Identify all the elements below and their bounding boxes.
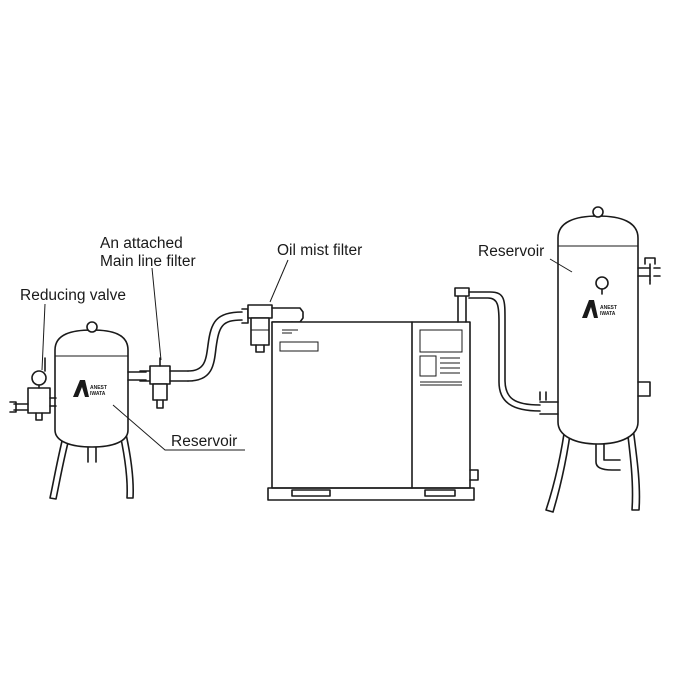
label-attached-filter-line2: Main line filter bbox=[100, 253, 196, 270]
label-oil-mist-filter: Oil mist filter bbox=[277, 242, 362, 259]
svg-text:IWATA: IWATA bbox=[90, 391, 106, 397]
leader-oil-mist-filter bbox=[269, 259, 289, 303]
air-compressor-unit bbox=[267, 287, 479, 501]
leader-main-line-filter bbox=[151, 267, 162, 361]
leader-reservoir-small bbox=[112, 404, 245, 451]
leader-reservoir-large bbox=[549, 258, 573, 273]
brand-logo: ANEST IWATA bbox=[73, 380, 107, 397]
label-attached-filter-line1: An attached bbox=[100, 235, 183, 252]
svg-text:ANEST: ANEST bbox=[90, 385, 107, 391]
label-reducing-valve: Reducing valve bbox=[20, 287, 126, 304]
brand-logo: ANEST IWATA bbox=[582, 300, 617, 318]
label-reservoir-large: Reservoir bbox=[478, 243, 544, 260]
main-line-filter bbox=[139, 357, 189, 409]
svg-text:IWATA: IWATA bbox=[600, 311, 616, 317]
leader-reducing-valve bbox=[41, 303, 46, 371]
label-reservoir-small: Reservoir bbox=[171, 433, 237, 450]
reducing-valve bbox=[9, 357, 57, 421]
small-reservoir-tank: ANEST IWATA bbox=[49, 321, 147, 500]
large-reservoir-tank: ANEST IWATA bbox=[539, 206, 661, 513]
pressure-gauge bbox=[595, 276, 609, 295]
svg-text:ANEST: ANEST bbox=[600, 305, 617, 311]
